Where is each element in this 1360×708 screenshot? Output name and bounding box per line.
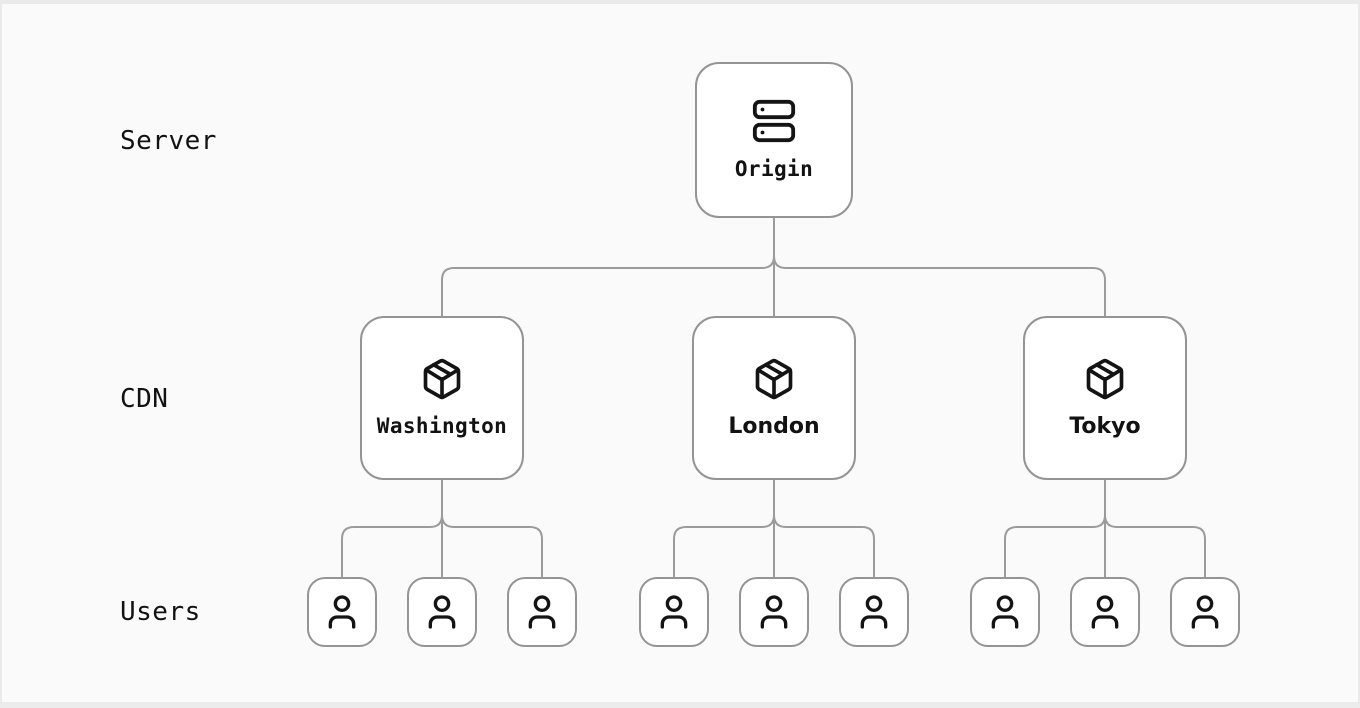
- user-icon: [522, 592, 562, 632]
- edge-tokyo-user3: [1104, 514, 1206, 578]
- package-icon: [420, 357, 464, 401]
- edge-tokyo-user1: [1004, 514, 1106, 578]
- node-user-tokyo-1[interactable]: [970, 577, 1040, 647]
- user-icon: [754, 592, 794, 632]
- row-label-cdn: CDN: [120, 384, 169, 414]
- node-user-tokyo-2[interactable]: [1070, 577, 1140, 647]
- node-user-london-1[interactable]: [639, 577, 709, 647]
- user-icon: [654, 592, 694, 632]
- node-user-london-2[interactable]: [739, 577, 809, 647]
- node-label-tokyo: Tokyo: [1069, 413, 1141, 439]
- node-cdn-tokyo[interactable]: Tokyo: [1023, 316, 1187, 480]
- edge-london-user3: [773, 514, 875, 578]
- package-icon: [1083, 357, 1127, 401]
- node-label-london: London: [728, 413, 820, 439]
- node-cdn-washington[interactable]: Washington: [360, 316, 524, 480]
- user-icon: [1185, 592, 1225, 632]
- user-icon: [985, 592, 1025, 632]
- user-icon: [322, 592, 362, 632]
- user-icon: [1085, 592, 1125, 632]
- row-label-server: Server: [120, 126, 217, 156]
- node-user-london-3[interactable]: [839, 577, 909, 647]
- edge-washington-user1: [341, 514, 443, 578]
- node-user-washington-2[interactable]: [407, 577, 477, 647]
- node-label-origin: Origin: [734, 157, 814, 181]
- package-icon: [752, 357, 796, 401]
- node-user-washington-3[interactable]: [507, 577, 577, 647]
- node-origin[interactable]: Origin: [695, 62, 853, 218]
- node-cdn-london[interactable]: London: [692, 316, 856, 480]
- edge-origin-tokyo: [773, 255, 1106, 317]
- edge-washington-user3: [441, 514, 543, 578]
- server-icon: [751, 98, 797, 144]
- user-icon: [854, 592, 894, 632]
- node-user-washington-1[interactable]: [307, 577, 377, 647]
- node-label-washington: Washington: [376, 414, 508, 438]
- node-user-tokyo-3[interactable]: [1170, 577, 1240, 647]
- user-icon: [422, 592, 462, 632]
- row-label-users: Users: [120, 597, 201, 627]
- edge-origin-washington: [441, 255, 775, 317]
- edge-london-user1: [673, 514, 775, 578]
